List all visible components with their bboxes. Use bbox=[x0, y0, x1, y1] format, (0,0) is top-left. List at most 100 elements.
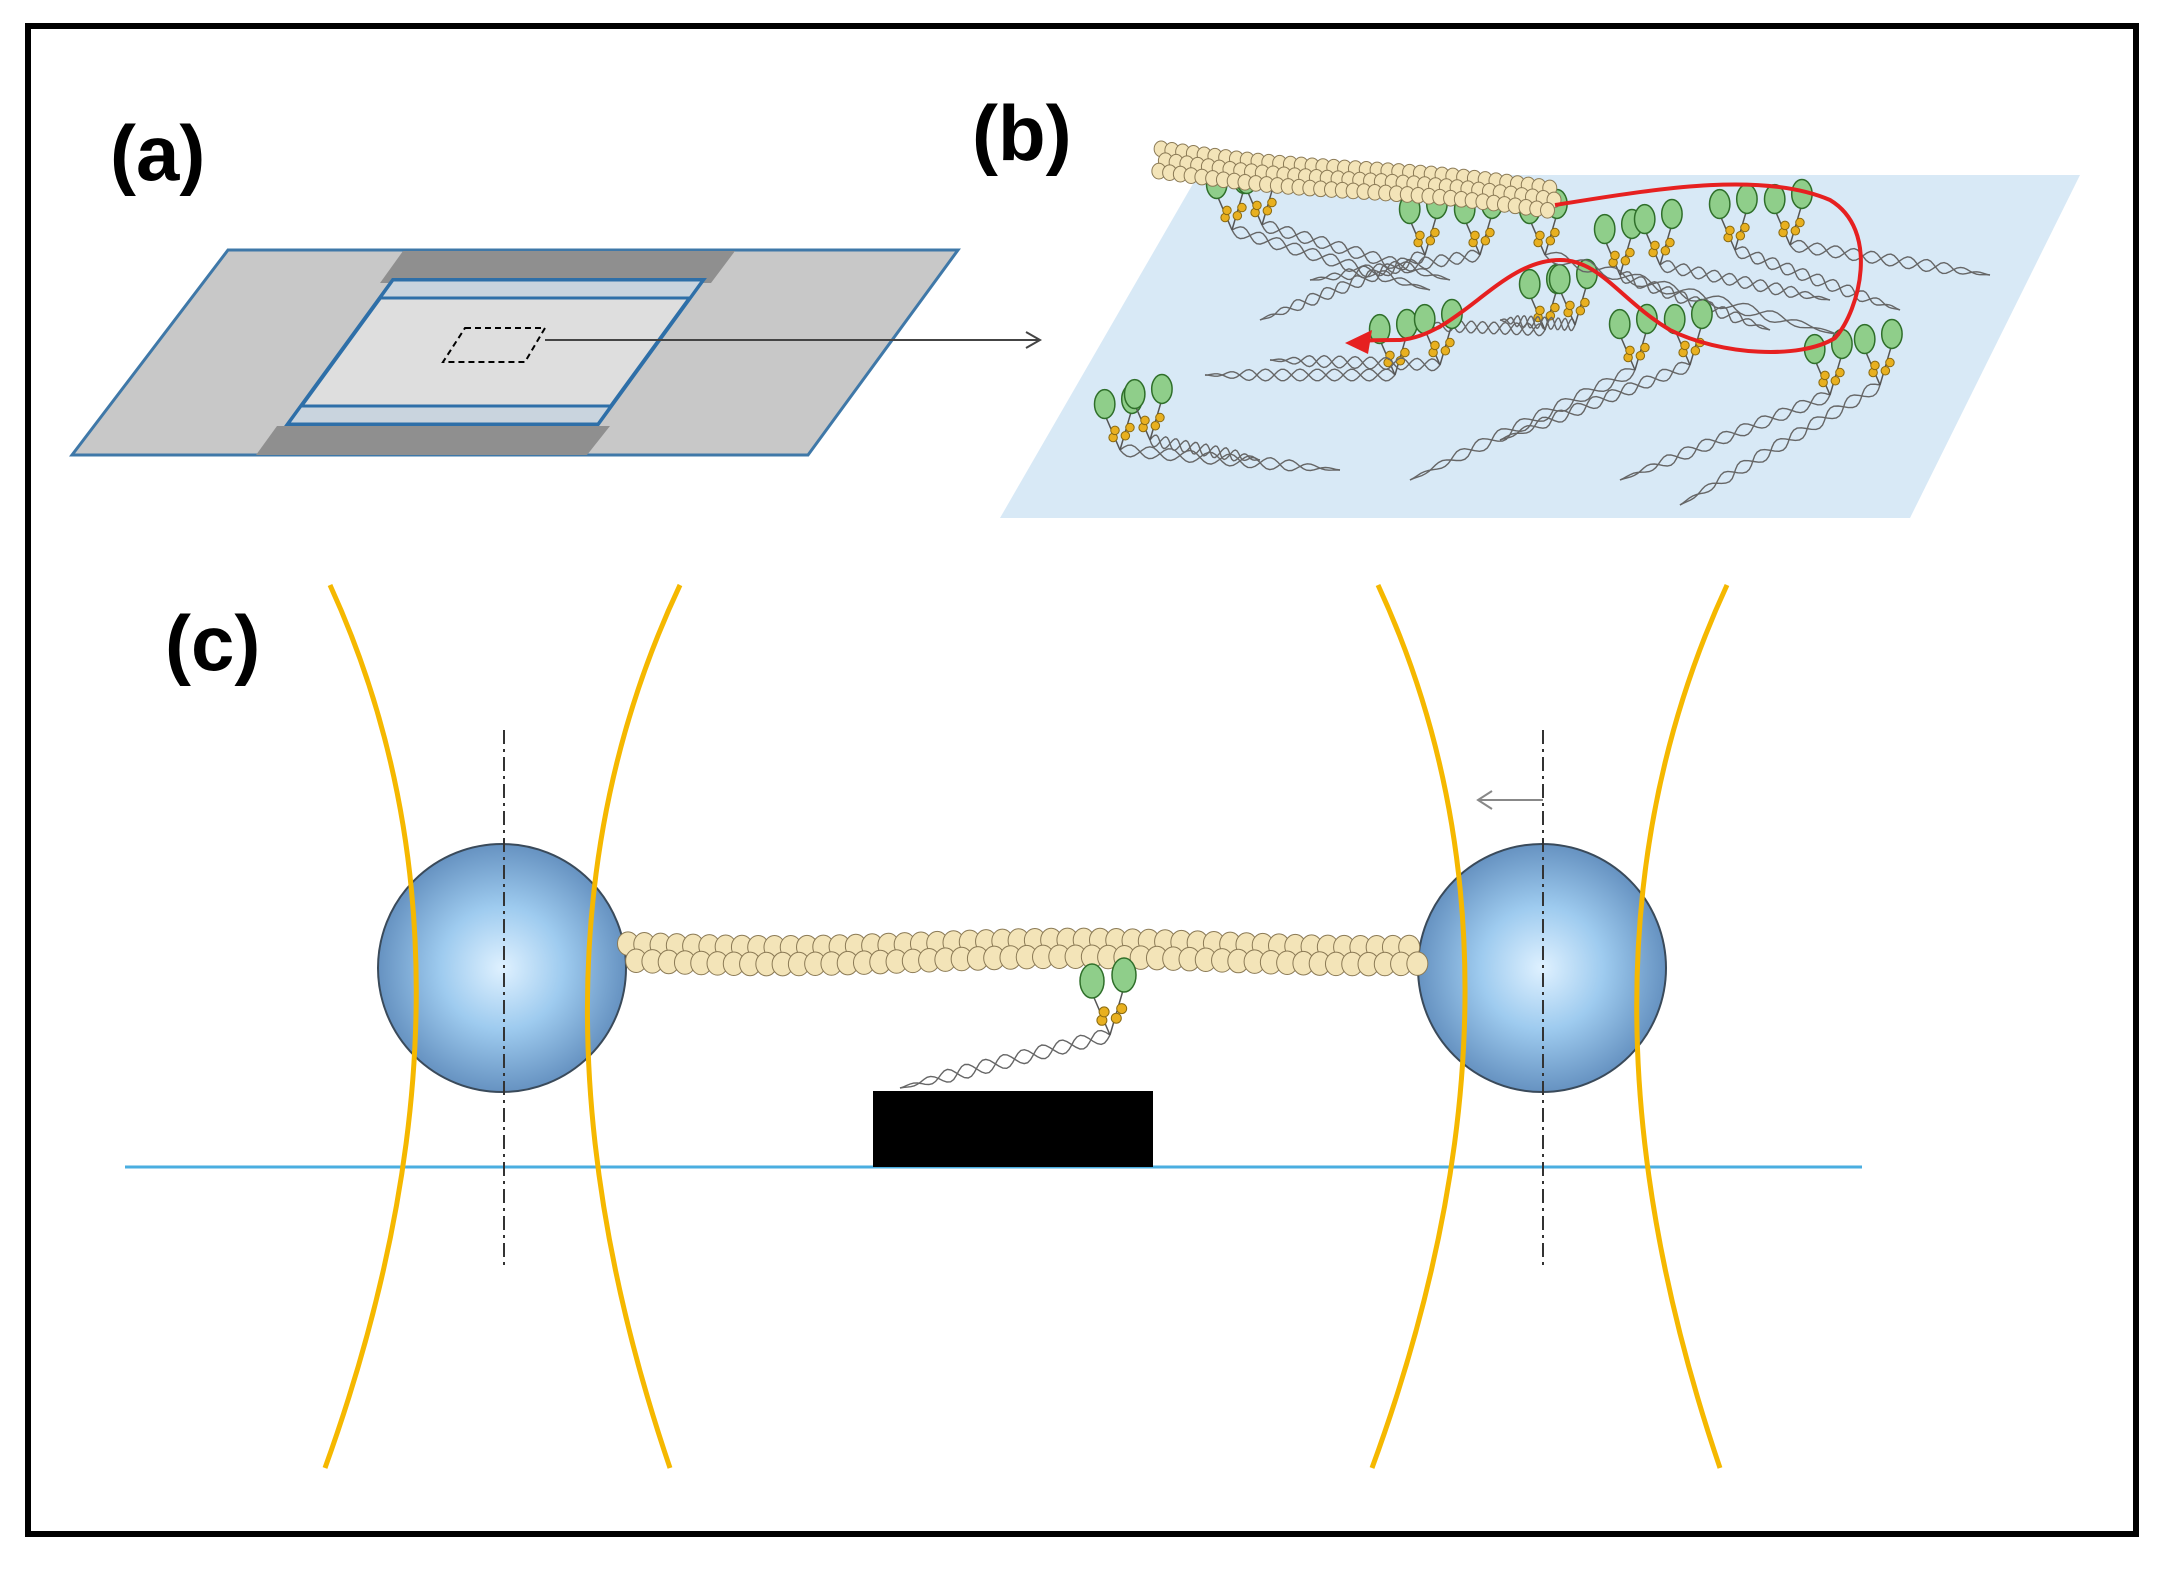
myosin-tail-strand bbox=[1789, 242, 1991, 276]
myosin-tail-strand bbox=[1619, 394, 1831, 481]
region-of-interest bbox=[441, 327, 547, 363]
light-chain bbox=[1470, 230, 1480, 241]
pedestal bbox=[873, 1091, 1153, 1167]
myosin-head bbox=[1608, 308, 1631, 340]
trajectory-arrowhead bbox=[1345, 330, 1372, 354]
myosin-on-pedestal bbox=[899, 957, 1137, 1089]
actin-filament-surface bbox=[1151, 140, 1562, 219]
light-chain bbox=[1820, 370, 1830, 381]
light-chain bbox=[1480, 235, 1491, 246]
myosin-head bbox=[1735, 183, 1758, 215]
light-chain bbox=[1680, 340, 1690, 351]
light-chain bbox=[1545, 235, 1556, 246]
light-chain bbox=[1780, 220, 1790, 231]
light-chain bbox=[1430, 340, 1440, 351]
myosin-tail-strand bbox=[1204, 368, 1396, 382]
myosin-tail-strand bbox=[1231, 229, 1431, 291]
light-chain bbox=[1795, 217, 1805, 228]
light-chain bbox=[1625, 345, 1635, 356]
light-chain bbox=[1580, 297, 1590, 308]
myosin-tail-strand bbox=[1659, 260, 1831, 301]
light-chain bbox=[1110, 425, 1120, 436]
light-chain bbox=[1660, 245, 1671, 256]
myosin-molecule bbox=[1633, 198, 1831, 301]
light-chain bbox=[1150, 420, 1161, 431]
myosin-tail-strand bbox=[1619, 274, 1771, 331]
myosin-head bbox=[1853, 323, 1876, 355]
light-chain bbox=[1635, 350, 1646, 361]
light-chain bbox=[1232, 210, 1243, 221]
myosin-tail-strand bbox=[1269, 354, 1441, 371]
myosin-head bbox=[1708, 188, 1731, 220]
light-chain bbox=[1880, 365, 1891, 376]
myosin-tail-strand bbox=[1659, 263, 1831, 301]
panel-a-label: (a) bbox=[110, 109, 205, 197]
panel-c-label: (c) bbox=[165, 599, 260, 687]
myosin-head bbox=[1880, 318, 1903, 350]
myosin-tail-strand bbox=[1259, 254, 1426, 321]
light-chain bbox=[1640, 342, 1650, 353]
myosin-tail-strand bbox=[1269, 354, 1441, 372]
trap-bead-left bbox=[377, 843, 627, 1093]
light-chain bbox=[1735, 230, 1746, 241]
light-chain bbox=[1237, 202, 1247, 213]
myosin-head bbox=[1368, 313, 1391, 345]
light-chain bbox=[1565, 300, 1575, 311]
myosin-head bbox=[1633, 203, 1656, 235]
myosin-tail-strand bbox=[1499, 361, 1691, 441]
myosin-head bbox=[1150, 373, 1173, 405]
myosin-tail-strand bbox=[1149, 434, 1261, 462]
actin-filament-dumbbell bbox=[617, 927, 1429, 977]
light-chain bbox=[1252, 200, 1262, 211]
myosin-head bbox=[1690, 298, 1713, 330]
myosin-tail-strand bbox=[1734, 249, 1901, 311]
myosin-head bbox=[1395, 308, 1418, 340]
light-chain bbox=[1125, 422, 1135, 433]
myosin-tail-strand bbox=[1734, 246, 1901, 311]
myosin-head bbox=[1093, 388, 1116, 420]
left-arrow-icon bbox=[1476, 790, 1493, 810]
light-chain bbox=[1116, 1003, 1128, 1015]
light-chain bbox=[1400, 347, 1410, 358]
myosin-tail-strand bbox=[1231, 226, 1431, 291]
light-chain bbox=[1140, 415, 1150, 426]
myosin-tail-strand bbox=[1409, 368, 1636, 481]
light-chain bbox=[1690, 345, 1701, 356]
light-chain bbox=[1650, 240, 1660, 251]
myosin-head bbox=[1593, 213, 1616, 245]
light-chain bbox=[1120, 430, 1131, 441]
light-chain bbox=[1665, 237, 1675, 248]
myosin-tail-strand bbox=[1544, 254, 1841, 336]
myosin-tail-strand bbox=[1679, 384, 1881, 506]
light-chain bbox=[1430, 227, 1440, 238]
light-chain bbox=[1830, 375, 1841, 386]
myosin-head bbox=[1518, 268, 1541, 300]
light-chain bbox=[1425, 235, 1436, 246]
light-chain bbox=[1485, 227, 1495, 238]
panel-b-label: (b) bbox=[972, 89, 1072, 177]
myosin-tail-strand bbox=[1309, 251, 1481, 281]
light-chain bbox=[1620, 255, 1631, 266]
myosin-molecule bbox=[1123, 373, 1261, 462]
myosin-tail-strand bbox=[1499, 314, 1576, 332]
myosin-head bbox=[1123, 378, 1146, 410]
motility-surface bbox=[1000, 175, 2080, 518]
myosin-tail-strand bbox=[1499, 364, 1691, 441]
light-chain bbox=[1575, 305, 1586, 316]
myosin-tail-strand bbox=[1789, 239, 1991, 276]
myosin-head bbox=[1079, 963, 1105, 999]
light-chain bbox=[1222, 205, 1232, 216]
myosin-head bbox=[1660, 198, 1683, 230]
spacer-strip-bottom bbox=[256, 426, 610, 455]
myosin-molecule bbox=[899, 957, 1137, 1089]
myosin-molecule bbox=[1679, 318, 1903, 506]
actin-bead bbox=[1406, 951, 1429, 976]
light-chain bbox=[1535, 230, 1545, 241]
light-chain bbox=[1445, 337, 1455, 348]
laser-beam-right-outer bbox=[1369, 583, 1468, 1469]
light-chain bbox=[1625, 247, 1635, 258]
light-chain bbox=[1262, 205, 1273, 216]
light-chain bbox=[1267, 197, 1277, 208]
light-chain bbox=[1098, 1006, 1110, 1018]
tape-edge-bottom bbox=[285, 404, 614, 426]
